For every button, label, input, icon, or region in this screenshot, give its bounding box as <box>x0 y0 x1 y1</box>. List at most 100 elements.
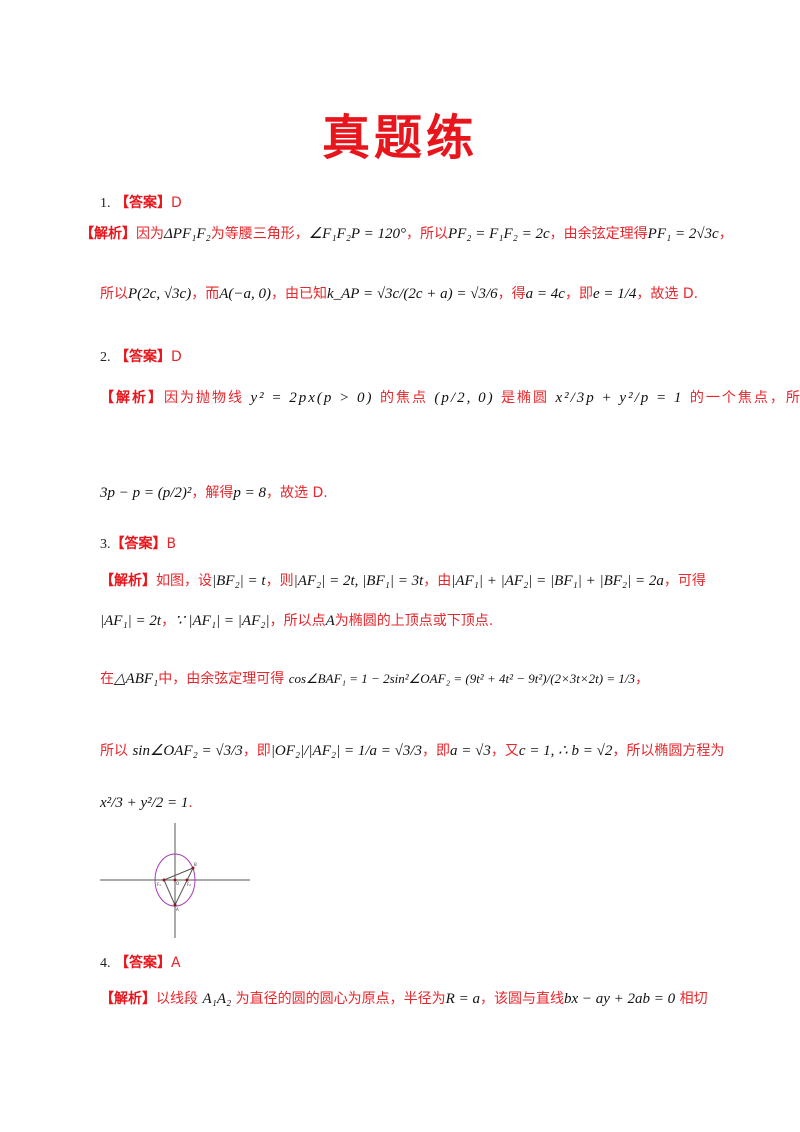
point-o <box>173 878 177 882</box>
text: ，即 <box>242 743 271 759</box>
math: ΔPF₁F₂ <box>164 226 211 242</box>
analysis-tag: 【解析】 <box>100 390 164 406</box>
text: . <box>188 795 193 811</box>
text: ， <box>161 613 176 629</box>
label-o: O <box>176 881 179 886</box>
math: (p/2, 0) <box>434 390 495 406</box>
answer-tag: 【答案】 <box>114 349 171 365</box>
text: 所以 <box>100 743 128 759</box>
point-b <box>191 866 195 870</box>
math: 3p − p = (p/2)² <box>100 485 192 501</box>
point-f2 <box>185 878 189 882</box>
q3-analysis-line5: x²/3 + y²/2 = 1. <box>100 795 193 812</box>
text: ，所以椭圆方程为 <box>612 743 725 759</box>
text: ，则 <box>265 573 294 589</box>
math: △ABF₁ <box>114 671 159 687</box>
segment-a-b <box>174 867 194 906</box>
q3-answer-line: 3.【答案】B <box>100 533 176 553</box>
text: ，所以 <box>405 226 448 242</box>
math: R = a <box>445 991 480 1007</box>
segment-f1-b <box>163 867 194 881</box>
text: 是椭圆 <box>501 390 550 406</box>
math: x²/3p + y²/p = 1 <box>555 390 684 406</box>
math: |AF₂| = 2t, |BF₁| = 3t <box>293 573 424 589</box>
text: 相切 <box>679 991 708 1007</box>
math: |OF₂|/|AF₂| = 1/a = √3/3 <box>270 743 423 759</box>
text: ，即 <box>564 286 593 302</box>
math: p = 8 <box>233 485 267 501</box>
math: ∵ |AF₁| = |AF₂| <box>175 613 270 629</box>
text: 为椭圆的上顶点或下顶点. <box>334 613 494 629</box>
math: a = √3 <box>450 743 491 759</box>
text: 所以 <box>100 286 128 302</box>
answer-tag: 【答案】 <box>114 195 171 211</box>
text: ， <box>635 671 650 687</box>
q3-answer: B <box>166 536 177 552</box>
q2-answer: D <box>170 349 182 365</box>
math: e = 1/4 <box>592 286 637 302</box>
text: ，得 <box>497 286 526 302</box>
math: A₁A₂ <box>202 991 232 1007</box>
text: 的一个焦点，所以 <box>689 390 800 406</box>
text: 因为抛物线 <box>164 390 244 406</box>
text: 为直径的圆的圆心为原点，半径为 <box>235 991 446 1007</box>
text: 以线段 <box>156 991 198 1007</box>
math: sin∠OAF₂ = √3/3 <box>132 743 243 759</box>
math: ∠F₁F₂P = 120° <box>308 226 406 242</box>
text: ，由已知 <box>270 286 327 302</box>
text: 如图，设 <box>156 573 212 589</box>
text: ，所以点 <box>269 613 326 629</box>
q4-analysis-line1: 【解析】以线段 A₁A₂ 为直径的圆的圆心为原点，半径为R = a，该圆与直线b… <box>100 988 708 1008</box>
math: cos∠BAF₁ = 1 − 2sin²∠OAF₂ = (9t² + 4t² −… <box>288 671 636 686</box>
text: 为等腰三角形， <box>210 226 309 242</box>
page-title: 真题练 <box>321 110 478 166</box>
q2-number: 2. <box>100 350 111 365</box>
q4-number: 4. <box>100 956 111 971</box>
q2-analysis-line1: 【解析】因为抛物线 y² = 2px(p > 0) 的焦点 (p/2, 0) 是… <box>100 387 800 407</box>
q1-number: 1. <box>100 196 111 211</box>
math: a = 4c <box>525 286 565 302</box>
text: 中，由余弦定理可得 <box>158 671 285 687</box>
analysis-tag: 【解析】 <box>100 573 156 589</box>
math: |AF₁| = 2t <box>100 613 162 629</box>
analysis-tag: 【解析】 <box>80 226 136 242</box>
text: ，由余弦定理得 <box>549 226 648 242</box>
q4-answer: A <box>170 955 181 971</box>
text: 因为 <box>136 226 164 242</box>
q4-answer-line: 4. 【答案】A <box>100 952 181 972</box>
math: P(2c, √3c) <box>128 286 192 302</box>
q3-analysis-line4: 所以 sin∠OAF₂ = √3/3，即|OF₂|/|AF₂| = 1/a = … <box>100 740 724 760</box>
text: ，故选 D. <box>636 286 699 302</box>
text: ，而 <box>191 286 220 302</box>
math: bx − ay + 2ab = 0 <box>563 991 676 1007</box>
point-f1 <box>162 878 166 882</box>
q1-analysis-line1: 【解析】因为ΔPF₁F₂为等腰三角形，∠F₁F₂P = 120°，所以PF₂ =… <box>80 223 733 243</box>
math: A(−a, 0) <box>219 286 271 302</box>
text: ，即 <box>422 743 451 759</box>
math: |BF₂| = t <box>212 573 266 589</box>
analysis-tag: 【解析】 <box>100 991 156 1007</box>
math: y² = 2px(p > 0) <box>250 390 374 406</box>
math: PF₂ = F₁F₂ = 2c <box>447 226 550 242</box>
text: ，又 <box>490 743 519 759</box>
label-f1: F₁ <box>157 882 161 887</box>
math: k_AP = √3c/(2c + a) = √3/6 <box>326 286 498 302</box>
math: PF₁ = 2√3c <box>647 226 719 242</box>
point-a <box>173 903 177 907</box>
text: ， <box>718 226 733 242</box>
text: 在 <box>100 671 114 687</box>
text: 的焦点 <box>379 390 428 406</box>
text: ，由 <box>423 573 452 589</box>
q3-analysis-line2: |AF₁| = 2t，∵ |AF₁| = |AF₂|，所以点A为椭圆的上顶点或下… <box>100 610 493 630</box>
q1-answer: D <box>170 195 182 211</box>
math: |AF₁| + |AF₂| = |BF₁| + |BF₂| = 2a <box>451 573 664 589</box>
label-b: B <box>194 862 197 867</box>
ellipse-figure: F₁ O F₂ B A <box>100 823 250 938</box>
text: ，解得 <box>191 485 234 501</box>
q3-analysis-line1: 【解析】如图，设|BF₂| = t，则|AF₂| = 2t, |BF₁| = 3… <box>100 570 706 590</box>
segment-f1-a <box>163 879 176 906</box>
text: ，故选 D. <box>266 485 328 501</box>
q2-answer-line: 2. 【答案】D <box>100 346 182 366</box>
math: x²/3 + y²/2 = 1 <box>100 795 189 811</box>
q2-analysis-line2: 3p − p = (p/2)²，解得p = 8，故选 D. <box>100 482 328 502</box>
